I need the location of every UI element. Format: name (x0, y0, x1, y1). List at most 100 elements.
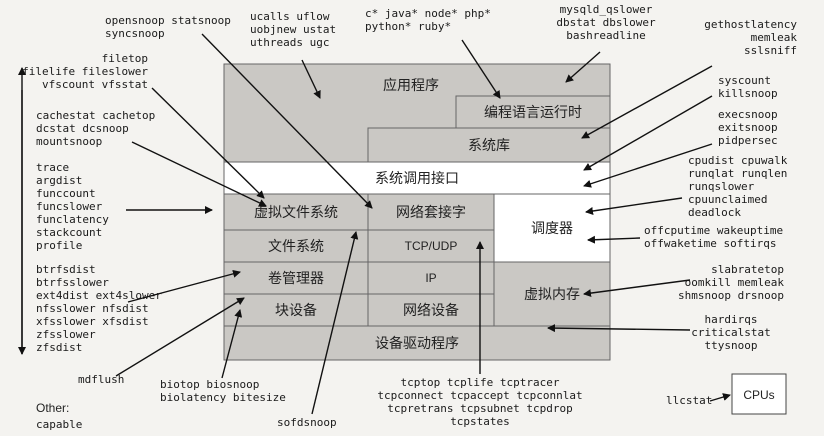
arrow-btrfs (127, 269, 241, 303)
arrow-langs (461, 39, 501, 99)
tool-name: runqlat runqlen (688, 167, 787, 180)
socket-label: 网络套接字 (396, 204, 466, 221)
tool-name: tcptop tcplife tcptracer (401, 376, 560, 389)
tool-name: offcputime wakeuptime (644, 224, 783, 237)
syslib-label: 系统库 (468, 138, 510, 154)
arrow-cpudist (585, 197, 683, 215)
tool-name: trace (36, 161, 69, 174)
syscall-label: 系统调用接口 (375, 170, 459, 187)
scheduler-label: 调度器 (531, 221, 573, 237)
tool-name: funccount (36, 187, 96, 200)
tool-name: filelife fileslower (22, 65, 148, 78)
tool-name: runqslower (688, 180, 755, 193)
arrow-hardirqs (547, 324, 691, 333)
arrow-opensnoop (201, 33, 373, 209)
syslib-box (367, 127, 611, 163)
tool-name: ttysnoop (705, 339, 758, 352)
tool-name: sslsniff (744, 44, 797, 57)
driver-label: 设备驱动程序 (375, 335, 459, 352)
blockdev-label: 块设备 (275, 302, 317, 319)
box-labels: 应用程序 编程语言运行时 系统库 系统调用接口 虚拟文件系统 网络套接字 调度器… (254, 77, 775, 402)
tool-name: zfsdist (36, 341, 82, 354)
tool-name: mountsnoop (36, 135, 102, 148)
tool-name: slabratetop (711, 263, 784, 276)
vfs-label: 虚拟文件系统 (254, 205, 338, 221)
tool-name: dcstat dcsnoop (36, 122, 129, 135)
tool-name: execsnoop (718, 108, 778, 121)
vmem-label: 虚拟内存 (524, 287, 580, 303)
netdev-label: 网络设备 (403, 302, 459, 319)
tool-name: nfsslower nfsdist (36, 302, 149, 315)
tool-name: offwaketime softirqs (644, 237, 776, 250)
tool-name: capable (36, 418, 82, 431)
tool-name: biolatency bitesize (160, 391, 286, 404)
tool-name: oomkill memleak (685, 276, 785, 289)
tool-name: uobjnew ustat (250, 23, 336, 36)
tool-name: llcstat (666, 394, 712, 407)
tool-name: tcpconnect tcpaccept tcpconnlat (377, 389, 582, 402)
stack-boxes (223, 63, 787, 415)
tool-name: syscount (718, 74, 771, 87)
tools-sofdsnoop: sofdsnoop (277, 416, 337, 429)
runtime-box (455, 95, 611, 129)
cpus-box (731, 373, 787, 415)
tool-name: argdist (36, 174, 82, 187)
driver-box (223, 325, 611, 361)
arrow-offcpu (587, 235, 641, 244)
tool-name: stackcount (36, 226, 102, 239)
arrow-filetop (151, 87, 265, 199)
tool-name: cpuunclaimed (688, 193, 767, 206)
tool-name: sofdsnoop (277, 416, 337, 429)
socket-box (367, 193, 495, 231)
arrows (18, 33, 731, 415)
tool-name: dbstat dbslower (556, 16, 656, 29)
tool-name: tcpretrans tcpsubnet tcpdrop (387, 402, 572, 415)
arrow-sofdsnoop (311, 231, 359, 415)
arrow-cachestat (131, 141, 267, 207)
tool-name: tcpstates (450, 415, 510, 428)
tool-name: filetop (102, 52, 148, 65)
volmgr-label: 卷管理器 (268, 271, 324, 287)
tool-name: python* ruby* (365, 20, 451, 33)
tool-name: vfscount vfsstat (42, 78, 148, 91)
tool-name: btrfsslower (36, 276, 109, 289)
tool-name: funcslower (36, 200, 103, 213)
tool-name: shmsnoop drsnoop (678, 289, 784, 302)
tcpudp-label: TCP/UDP (405, 239, 458, 253)
tool-name: profile (36, 239, 82, 252)
app-label: 应用程序 (383, 77, 439, 94)
tool-name: bashreadline (566, 29, 645, 42)
runtime-label: 编程语言运行时 (484, 105, 582, 121)
tool-name: xfsslower xfsdist (36, 315, 149, 328)
tools-langs: c* java* node* php*python* ruby* (365, 7, 491, 33)
tool-name: ucalls uflow (250, 10, 330, 23)
tool-name: deadlock (688, 206, 741, 219)
tool-name: gethostlatency (704, 18, 797, 31)
fs-box (223, 229, 369, 263)
tools-other: capable (36, 418, 82, 431)
tool-name: cachestat cachetop (36, 109, 155, 122)
tool-name: c* java* node* php* (365, 7, 491, 20)
tool-name: exitsnoop (718, 121, 778, 134)
tool-name: uthreads ugc (250, 36, 329, 49)
tool-name: biotop biosnoop (160, 378, 259, 391)
tool-name: criticalstat (691, 326, 770, 339)
tool-name: syncsnoop (105, 27, 165, 40)
tool-name: btrfsdist (36, 263, 96, 276)
ip-label: IP (425, 271, 436, 285)
tool-name: funclatency (36, 213, 109, 226)
tool-name: mdflush (78, 373, 124, 386)
arrow-mysqld (565, 51, 601, 83)
